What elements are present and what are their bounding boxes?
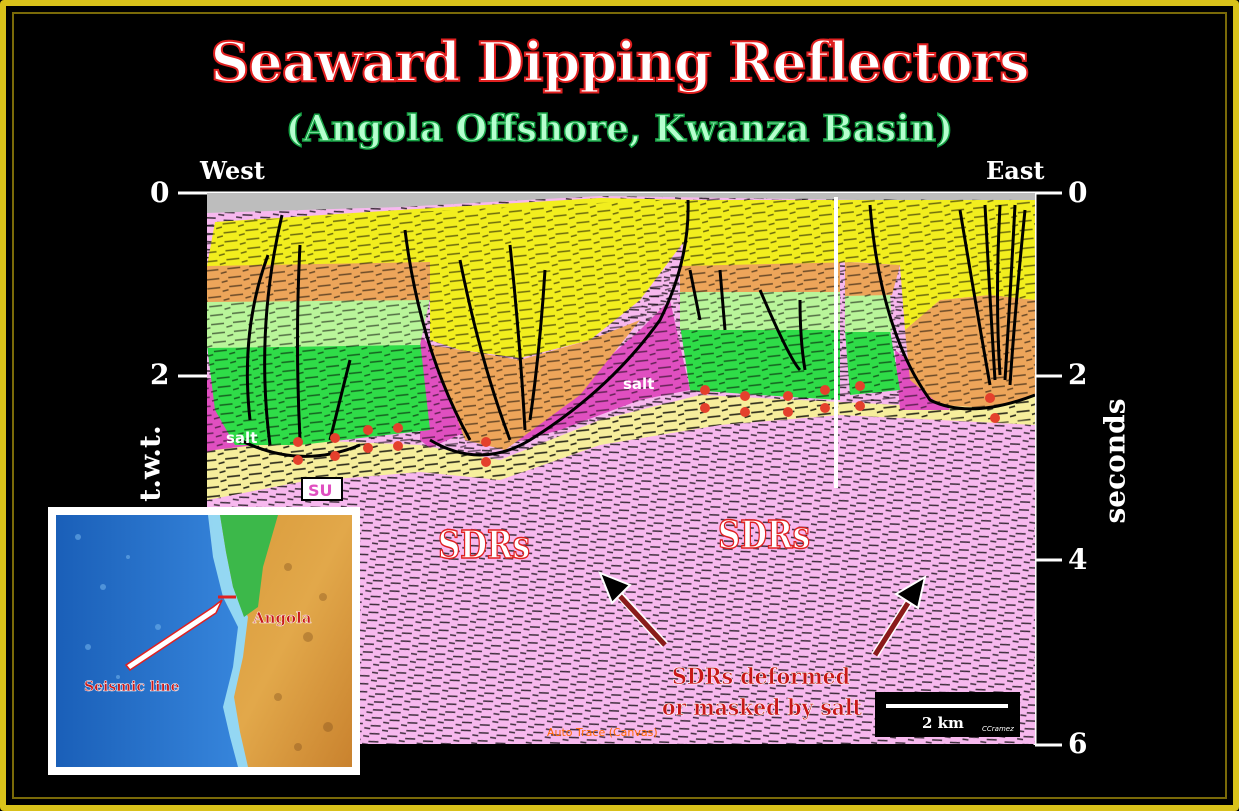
water-column [207,193,1035,213]
sdrs-note-line2: or masked by salt [662,695,863,721]
faults [239,199,1035,458]
left-tick-0: 0 [150,176,170,209]
trace-credit: Auto Trace (Canvas) [547,726,658,739]
east-label: East [986,156,1045,185]
su-box [301,477,343,501]
su-label: SU [308,481,333,500]
right-tick-6: 6 [1068,727,1088,760]
left-tick-2: 2 [150,358,170,391]
inner-frame [12,12,1227,799]
sdrs-label-left: SDRs [438,522,530,567]
inset-line-label: Seismic line [84,679,180,695]
scale-author: CCramez [982,725,1014,733]
scale-bar: 2 km CCramez [875,692,1020,737]
page-title: Seaward Dipping Reflectors [209,29,1030,95]
page-subtitle: (Angola Offshore, Kwanza Basin) [285,107,954,151]
inset-country-label: Angola [252,609,312,627]
sdrs-note-line1: SDRs deformed [672,664,850,690]
west-label: West [200,156,265,185]
inset-map-svg: Angola Seismic line [56,515,352,767]
salt-label-left: salt [226,429,257,447]
sdr-top-markers [293,381,1000,467]
right-tick-4: 4 [1068,543,1088,576]
sdr-arrows [598,571,927,658]
scale-bar-label: 2 km [922,714,964,732]
right-tick-0: 0 [1068,176,1088,209]
salt-label-center: salt [623,375,654,393]
sdrs-label-right: SDRs [718,512,810,557]
right-tick-2: 2 [1068,358,1088,391]
inset-map: Angola Seismic line [48,507,360,775]
